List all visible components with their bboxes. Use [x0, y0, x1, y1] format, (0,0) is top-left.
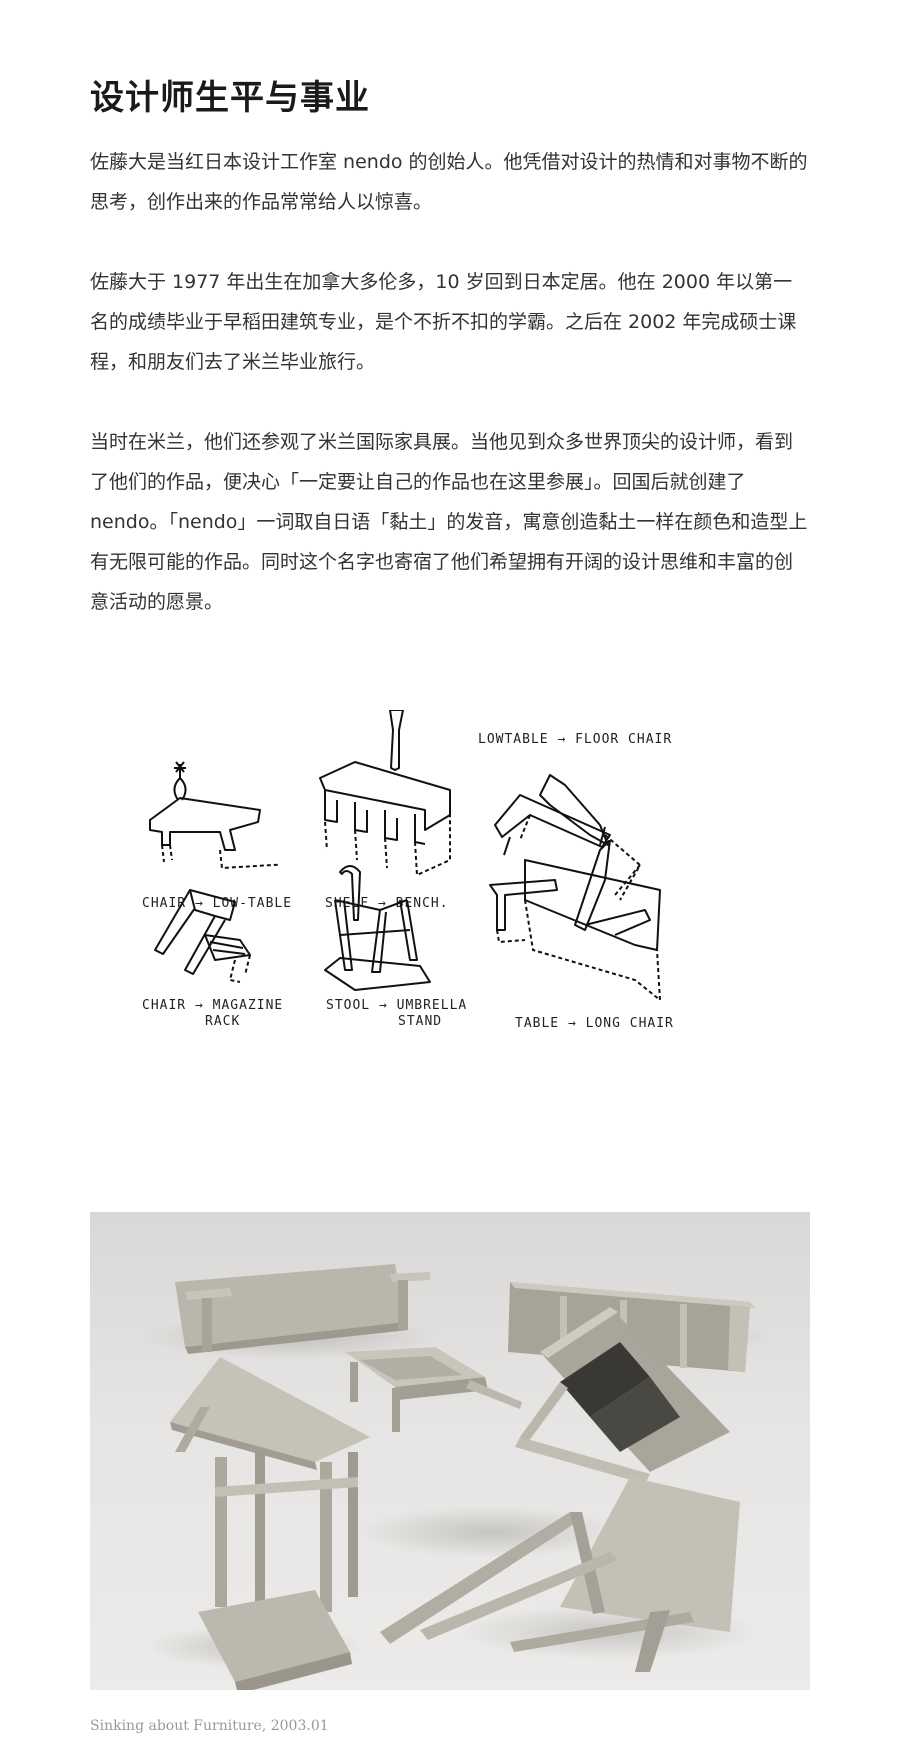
article-title: 设计师生平与事业 — [90, 78, 370, 118]
sketch-chair-low-table — [149, 761, 280, 869]
paragraph-milan: 当时在米兰，他们还参观了米兰国际家具展。当他见到众多世界顶尖的设计师，看到了他们… — [90, 431, 808, 613]
furniture-models-illustration — [140, 1264, 770, 1690]
paragraph-biography: 佐藤大于 1977 年出生在加拿大多伦多，10 岁回到日本定居。他在 2000 … — [90, 271, 797, 373]
sketch-label-lowtable-floor-chair: LOWTABLE → FLOOR CHAIR — [478, 732, 673, 747]
furniture-photo — [90, 1212, 810, 1690]
sketch-shelf-bench — [319, 710, 451, 876]
sketch-label-chair-magazine: CHAIR → MAGAZINE — [142, 998, 284, 1013]
sketch-label-table-long-chair: TABLE → LONG CHAIR — [515, 1016, 674, 1031]
sketch-chair-magazine-rack — [154, 889, 251, 983]
sketch-table-long-chair — [489, 840, 661, 1001]
furniture-sketches: CHAIR → LOW-TABLE SHELF → BENCH. LOWTABL… — [90, 690, 810, 1160]
paragraph-intro: 佐藤大是当红日本设计工作室 nendo 的创始人。他凭借对设计的热情和对事物不断… — [90, 151, 808, 213]
sketch-label-rack: RACK — [205, 1014, 241, 1029]
sketch-stool-umbrella-stand — [324, 865, 431, 991]
sketch-label-stool-umbrella: STOOL → UMBRELLA — [326, 998, 468, 1013]
sketch-label-shelf-bench: SHELF → BENCH. — [325, 896, 449, 911]
photo-caption: Sinking about Furniture, 2003.01 — [90, 1718, 329, 1734]
sketch-label-stand: STAND — [398, 1014, 443, 1029]
